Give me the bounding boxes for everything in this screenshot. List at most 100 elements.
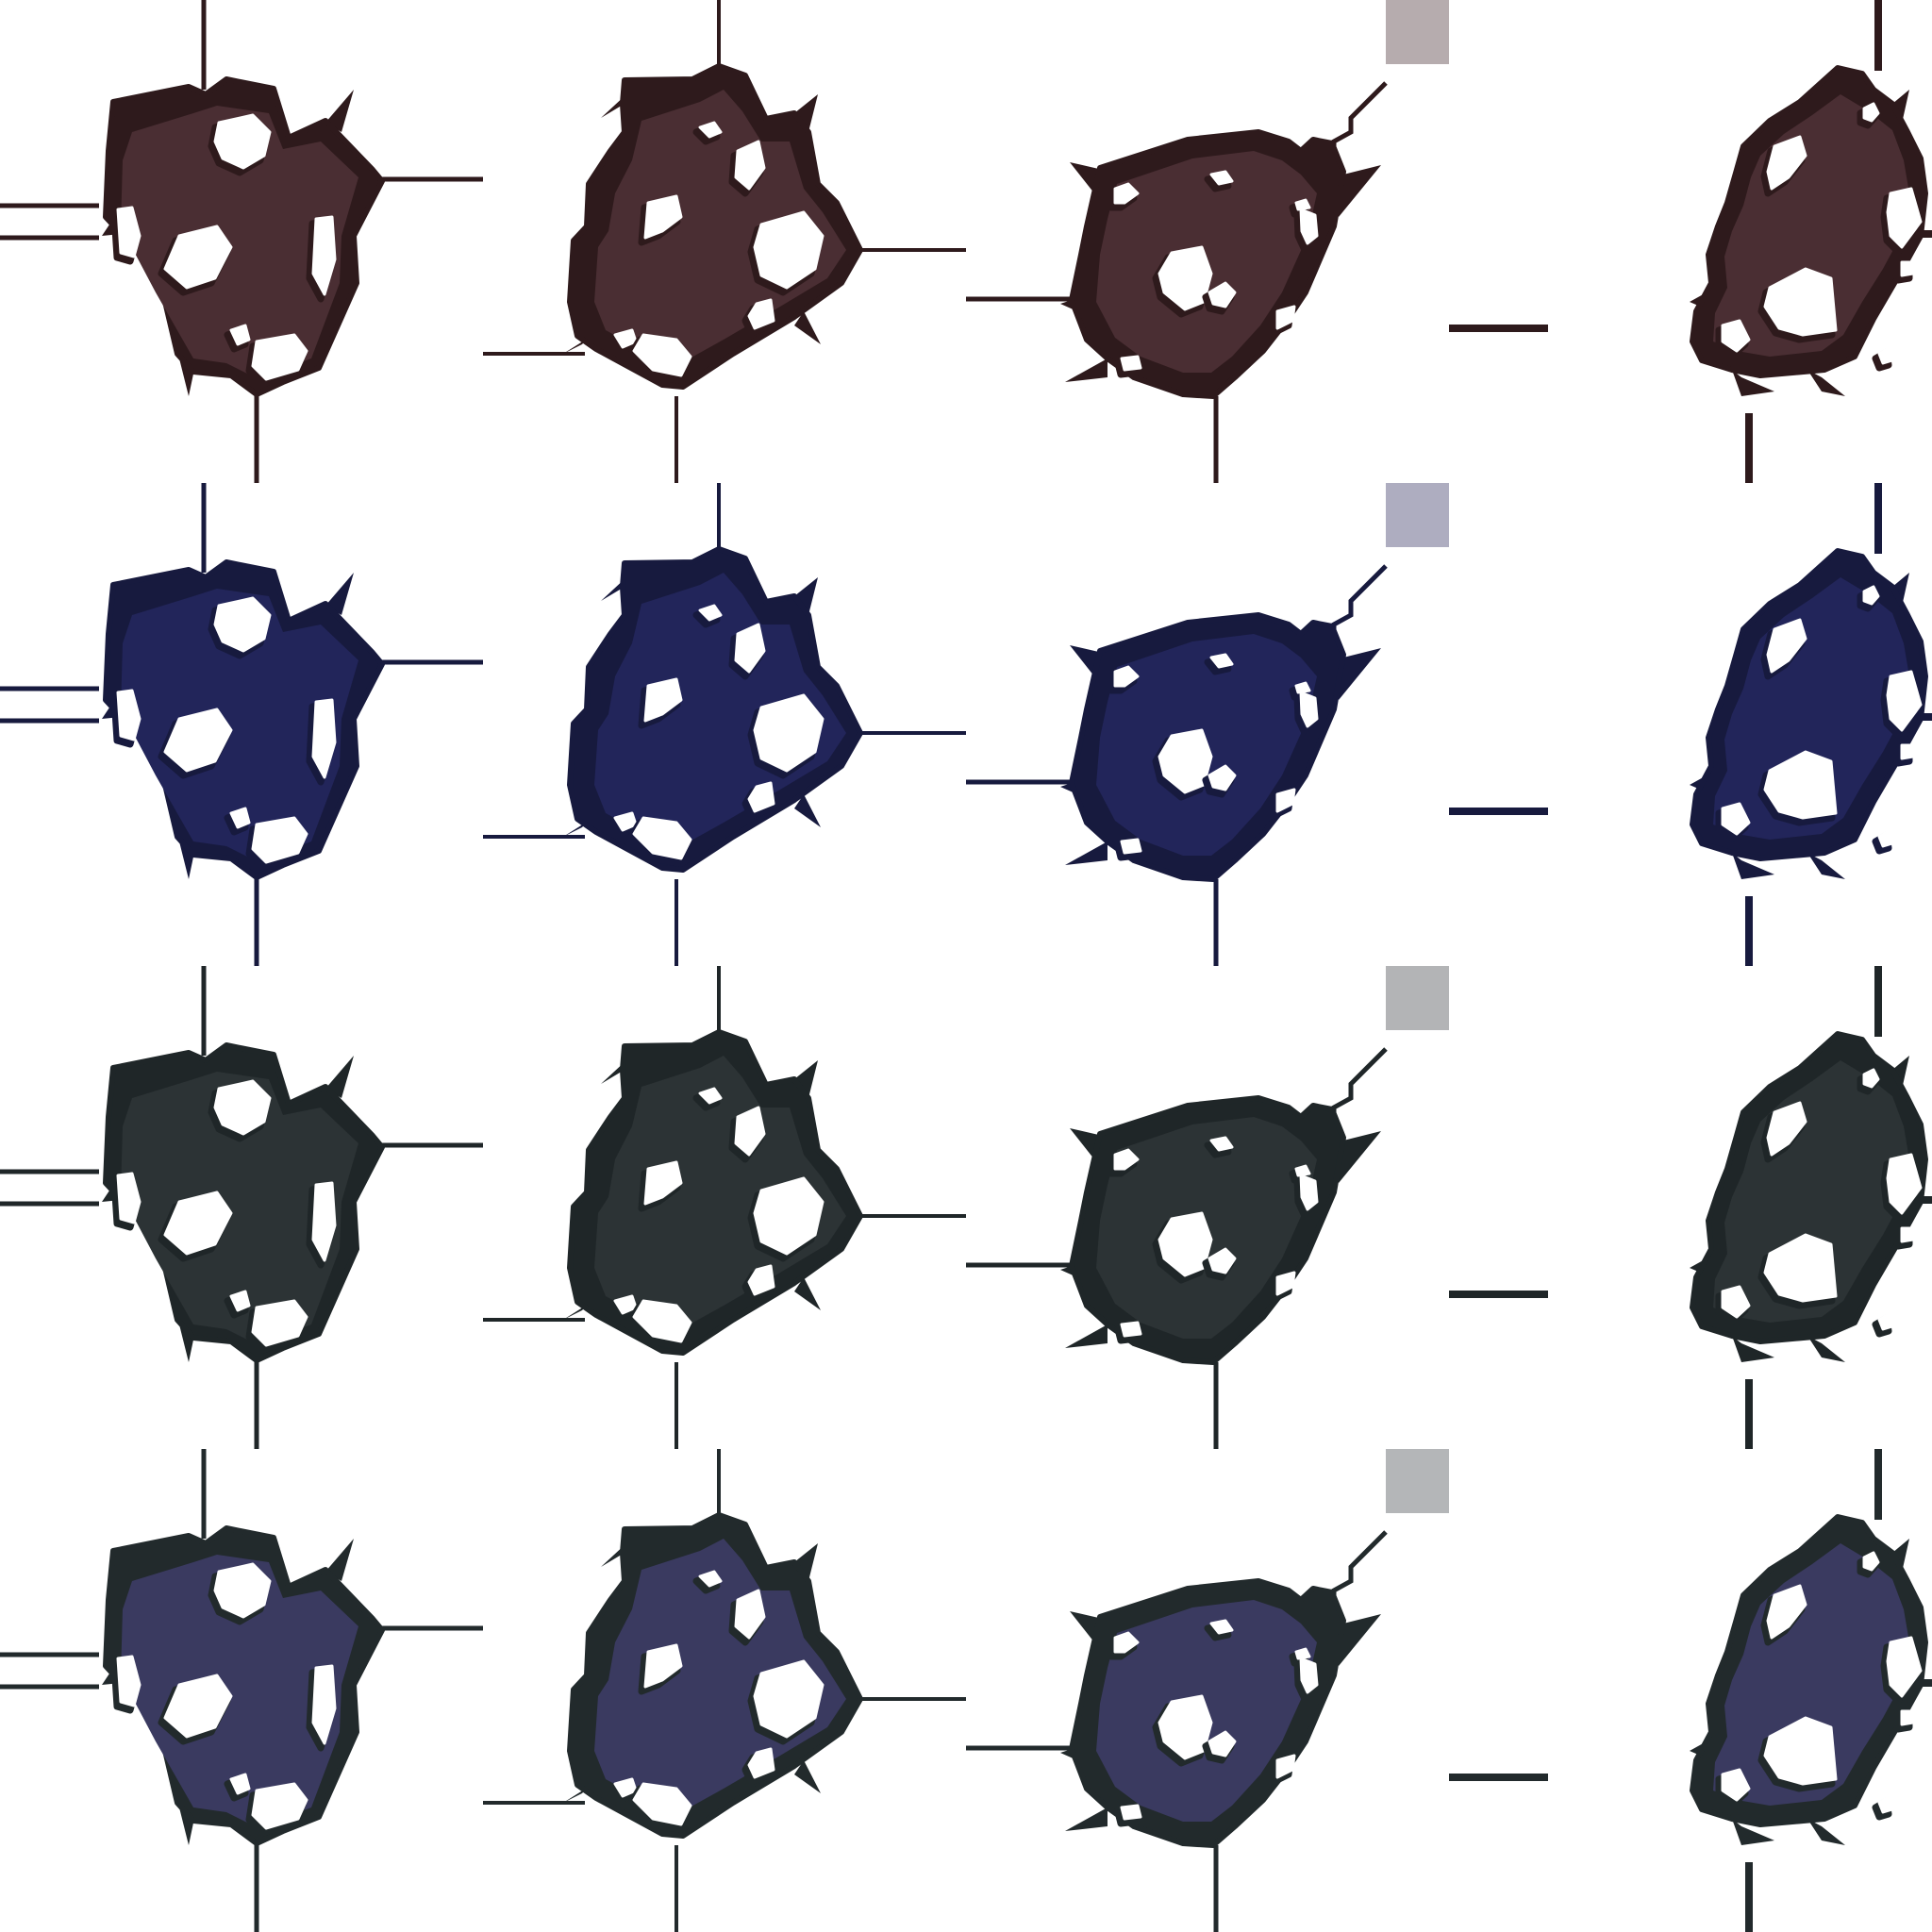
hole	[311, 1181, 337, 1262]
antenna-line	[1331, 81, 1388, 165]
creature-body	[121, 1072, 358, 1343]
hole	[251, 1782, 308, 1830]
hole	[229, 324, 251, 346]
creature-body	[1713, 1543, 1909, 1806]
hole	[1877, 1794, 1894, 1814]
hole	[747, 1264, 775, 1296]
creature-sprite	[0, 1449, 483, 1932]
spike	[1732, 370, 1774, 396]
hole	[1862, 102, 1880, 123]
spike	[794, 1760, 821, 1793]
hole	[1900, 1709, 1915, 1726]
hole	[643, 1160, 683, 1206]
spike	[1892, 1539, 1909, 1581]
sprite-tile-slate-round-blob	[0, 966, 483, 1449]
spike	[794, 794, 821, 827]
hole	[1766, 1101, 1807, 1157]
creature-sprite	[966, 0, 1449, 483]
hole	[213, 1079, 272, 1136]
hole	[698, 604, 723, 622]
hole	[1120, 355, 1142, 372]
spike	[794, 94, 818, 132]
sprite-tile-maroon-diagonal-blob	[483, 0, 966, 483]
creature-body	[1713, 94, 1909, 357]
creature-body	[1713, 1060, 1909, 1323]
hole	[251, 816, 308, 864]
sprite-tile-maroon-round-blob	[0, 0, 483, 483]
hole	[1299, 208, 1319, 245]
hole	[1113, 182, 1140, 205]
spike	[1807, 370, 1845, 396]
hole	[1766, 135, 1807, 191]
hole	[1158, 1694, 1213, 1760]
sprite-tile-indigo-right-blob	[1449, 1449, 1932, 1932]
hole	[632, 333, 692, 377]
creature-sprite	[1449, 0, 1932, 483]
hole	[213, 596, 272, 653]
hole	[1113, 1148, 1140, 1171]
creature-sprite	[0, 483, 483, 966]
creature-body	[121, 106, 358, 377]
spike	[1065, 358, 1108, 382]
hole	[116, 689, 142, 741]
spike	[1807, 1336, 1845, 1362]
spike	[794, 311, 821, 344]
hole	[1275, 305, 1296, 330]
spike	[1065, 841, 1108, 865]
color-swatch	[1386, 483, 1449, 547]
hole	[1208, 764, 1237, 791]
hole	[698, 121, 723, 139]
antenna-line	[1331, 1047, 1388, 1131]
hole	[1294, 1164, 1311, 1177]
hole	[1158, 245, 1213, 311]
hole	[1721, 1768, 1751, 1802]
hole	[1294, 1647, 1311, 1660]
hole	[1299, 1657, 1319, 1694]
creature-sprite	[483, 1449, 966, 1932]
hole	[1208, 1730, 1237, 1757]
hole	[1763, 750, 1838, 820]
spike	[1065, 1807, 1108, 1831]
hole	[1120, 1804, 1142, 1821]
hole	[1294, 198, 1311, 211]
spike	[1807, 853, 1845, 879]
hole	[116, 1655, 142, 1707]
creature-sprite	[1449, 966, 1932, 1449]
hole	[734, 623, 766, 674]
hole	[734, 1106, 766, 1157]
hole	[753, 1176, 824, 1256]
sprite-tile-navy-right-blob	[1449, 483, 1932, 966]
hole	[1113, 1631, 1140, 1654]
hole	[1113, 665, 1140, 688]
hole	[311, 215, 337, 296]
hole	[632, 1299, 692, 1343]
hole	[1763, 1716, 1838, 1786]
hole	[1721, 319, 1751, 353]
hole	[163, 708, 233, 773]
hole	[1120, 1321, 1142, 1338]
spike	[1892, 90, 1909, 132]
hole	[1900, 1226, 1915, 1243]
hole	[229, 1773, 251, 1795]
color-swatch	[1386, 966, 1449, 1030]
hole	[643, 1643, 683, 1689]
hole	[1158, 1211, 1213, 1277]
hole	[632, 816, 692, 860]
hole	[1763, 1233, 1838, 1303]
hole	[116, 206, 142, 258]
sprite-tile-navy-diagonal-blob	[483, 483, 966, 966]
color-swatch	[1386, 1449, 1449, 1513]
spike	[325, 90, 354, 132]
hole	[1120, 838, 1142, 855]
hole	[1763, 267, 1838, 337]
hole	[1886, 1636, 1923, 1698]
hole	[753, 693, 824, 773]
hole	[1158, 728, 1213, 794]
hole	[643, 677, 683, 723]
spike	[794, 1543, 818, 1581]
hole	[1209, 653, 1234, 669]
spike	[1807, 1819, 1845, 1845]
spike	[325, 1056, 354, 1098]
spike	[1732, 853, 1774, 879]
hole	[1886, 187, 1923, 249]
